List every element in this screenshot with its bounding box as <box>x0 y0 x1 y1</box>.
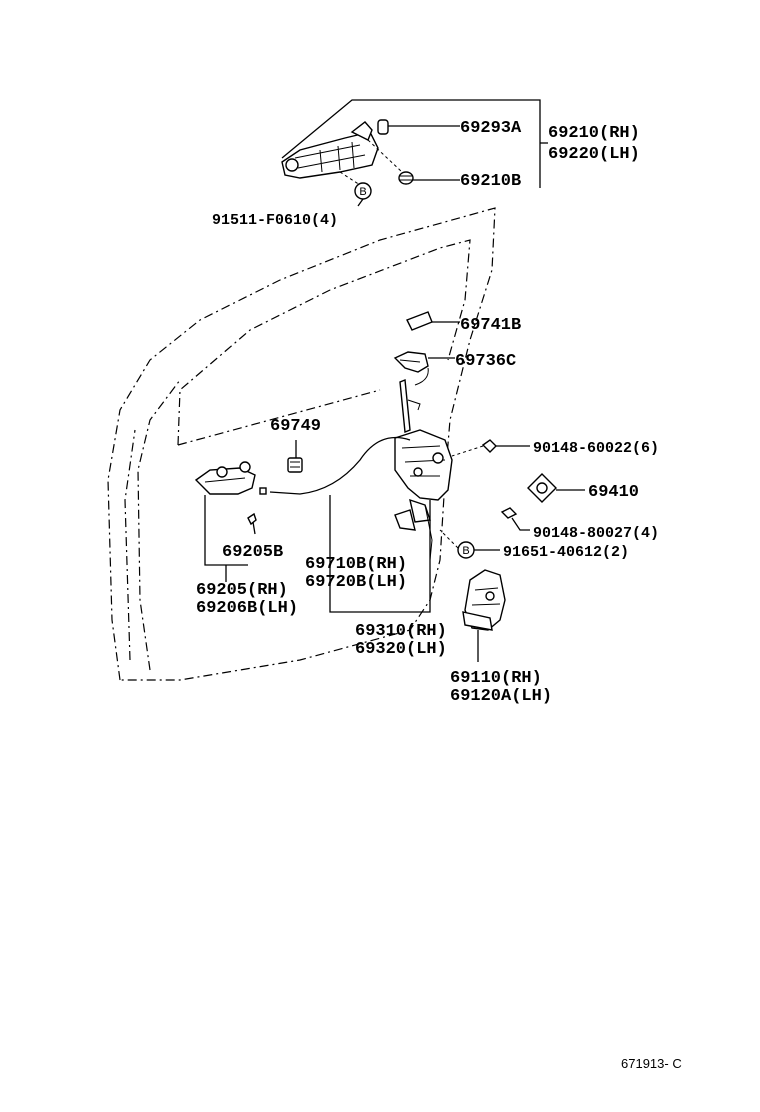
lock-actuator-69110 <box>462 569 506 662</box>
callout-b-mid: B <box>439 529 500 559</box>
label-69120a-lh: 69120A(LH) <box>450 687 552 706</box>
label-69210b: 69210B <box>460 172 521 191</box>
label-90148-60022: 90148-60022(6) <box>533 440 659 457</box>
label-69205-rh: 69205(RH) <box>196 581 288 600</box>
inside-handle-69205 <box>194 461 267 495</box>
label-69741b: 69741B <box>460 316 521 335</box>
bracket-inside-handle <box>204 495 248 582</box>
lock-rod <box>399 379 421 433</box>
cable-69710b <box>269 436 411 495</box>
clip-69736c <box>393 351 455 386</box>
bracket-outside-handle <box>281 99 548 188</box>
callout-b-top: B <box>354 182 372 207</box>
label-91511-f0610: 91511-F0610(4) <box>212 212 338 229</box>
screw-90148-60022 <box>451 439 530 457</box>
label-69205b: 69205B <box>222 543 283 562</box>
label-69710b-rh: 69710B(RH) <box>305 555 407 574</box>
label-90148-80027: 90148-80027(4) <box>533 525 659 542</box>
screw-69205b <box>247 512 257 535</box>
label-69720b-lh: 69720B(LH) <box>305 573 407 592</box>
label-69320-lh: 69320(LH) <box>355 640 447 659</box>
label-69749: 69749 <box>270 417 321 436</box>
striker-69410 <box>527 473 585 503</box>
diagram-reference-number: 671913- C <box>621 1056 682 1071</box>
label-69736c: 69736C <box>455 352 516 371</box>
label-69110-rh: 69110(RH) <box>450 669 542 688</box>
door-lock-assembly-69310 <box>394 429 453 561</box>
outside-handle <box>281 121 379 179</box>
label-69310-rh: 69310(RH) <box>355 622 447 641</box>
spring-69210b <box>398 171 414 185</box>
label-69210-rh: 69210(RH) <box>548 124 640 143</box>
label-91651-40612: 91651-40612(2) <box>503 544 629 561</box>
lock-knob-69741b <box>406 311 460 331</box>
clip-69749 <box>287 440 303 473</box>
label-69410: 69410 <box>588 483 639 502</box>
callout-b-top-label: B <box>359 186 366 198</box>
label-69220-lh: 69220(LH) <box>548 145 640 164</box>
label-69293a: 69293A <box>460 119 522 138</box>
bracket-cable-lock <box>329 495 431 613</box>
callout-b-mid-label: B <box>462 545 469 557</box>
label-69206b-lh: 69206B(LH) <box>196 599 298 618</box>
screw-90148-80027 <box>500 507 530 531</box>
clip-69293a <box>377 119 389 135</box>
door-outline <box>107 207 496 681</box>
